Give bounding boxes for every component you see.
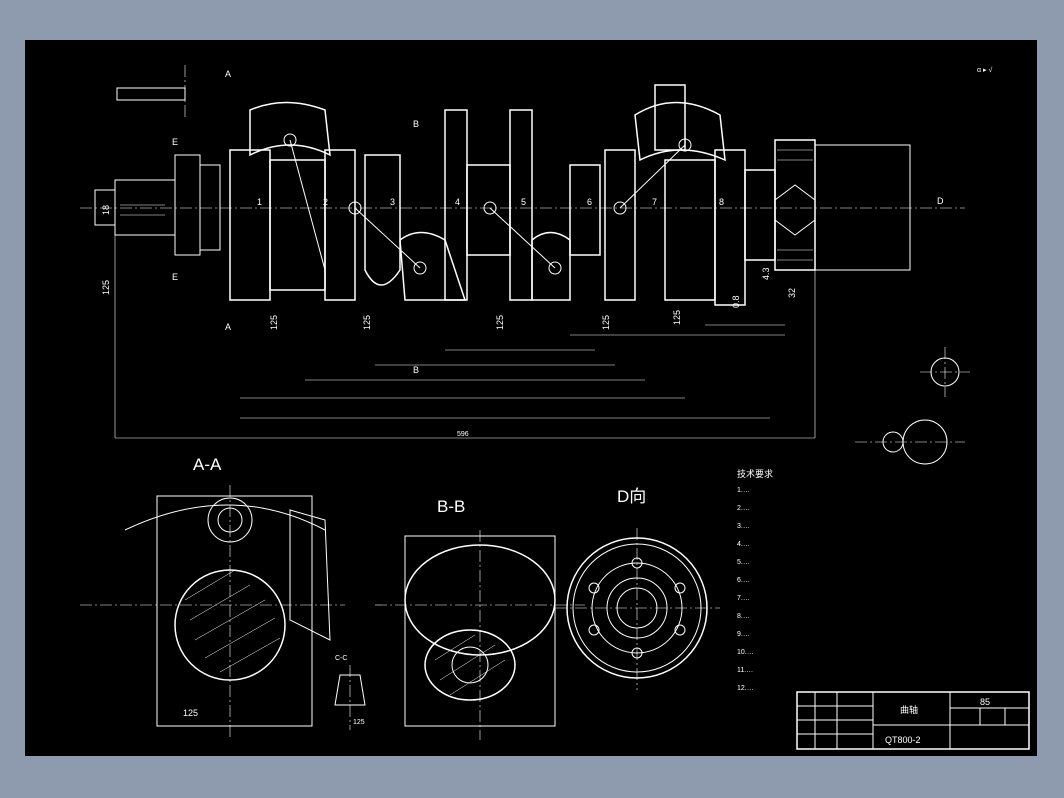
dim-label: 125 <box>183 708 198 718</box>
tech-line: 4.… <box>737 541 750 548</box>
journal-number: 3 <box>390 197 395 207</box>
section-mark-a-top: A <box>225 69 231 79</box>
dim-label: 125 <box>101 280 111 295</box>
tech-line: 6.… <box>737 577 750 584</box>
tech-line: 7.… <box>737 595 750 602</box>
journal-number: 2 <box>323 197 328 207</box>
section-title-c-c: C-C <box>335 655 347 662</box>
score: 85 <box>980 697 990 707</box>
journal-number: 5 <box>521 197 526 207</box>
section-title-b-b: B-B <box>437 497 465 516</box>
tech-requirements-title: 技术要求 <box>737 468 773 479</box>
section-mark-b-top: B <box>413 119 419 129</box>
dim-label: 0.8 <box>731 295 741 308</box>
dim-label: 18 <box>101 205 111 215</box>
dim-label: 125 <box>353 719 365 726</box>
tech-line: 8.… <box>737 613 750 620</box>
roughness-mark: α ▸ √ <box>977 66 992 74</box>
dim-label: 125 <box>362 315 372 330</box>
section-title-d-view: D向 <box>617 487 646 506</box>
journal-number: 4 <box>455 197 460 207</box>
main-view: A A B B E E D 1 2 3 4 5 6 7 8 125 125 12… <box>80 65 965 439</box>
dim-label: 125 <box>495 315 505 330</box>
journal-number: 8 <box>719 197 724 207</box>
view-d <box>555 528 720 690</box>
tech-line: 9.… <box>737 631 750 638</box>
section-b-b <box>375 530 585 740</box>
section-mark-b-bottom: B <box>413 365 419 375</box>
tech-requirements: 技术要求 1.… 2.… 3.… 4.… 5.… 6.… 7.… 8.… 9.…… <box>737 468 773 692</box>
tech-line: 10.… <box>737 649 754 656</box>
tech-line: 5.… <box>737 559 750 566</box>
section-c-c: 125 <box>334 665 366 730</box>
title-block: 曲轴 QT800-2 85 <box>796 691 1030 750</box>
dim-label: 125 <box>269 315 279 330</box>
journal-number: 7 <box>652 197 657 207</box>
detail-circles <box>855 347 970 465</box>
journal-number: 1 <box>257 197 262 207</box>
tech-line: 12.… <box>737 685 754 692</box>
section-a-a: 125 <box>80 485 345 740</box>
journal-number: 6 <box>587 197 592 207</box>
tech-line: 2.… <box>737 505 750 512</box>
dim-label: 125 <box>601 315 611 330</box>
crankshaft-drawing: α ▸ √ <box>80 65 1030 750</box>
tech-line: 11.… <box>737 667 753 674</box>
section-mark-a-bottom: A <box>225 322 231 332</box>
part-name: 曲轴 <box>900 704 918 715</box>
dim-label: 32 <box>787 288 797 298</box>
view-mark-d: D <box>937 196 944 206</box>
part-material: QT800-2 <box>885 735 921 745</box>
dim-label: 596 <box>457 431 469 438</box>
tech-line: 3.… <box>737 523 750 530</box>
section-title-a-a: A-A <box>193 455 222 474</box>
section-mark-e-top: E <box>172 137 178 147</box>
dim-label: 125 <box>672 310 682 325</box>
tech-line: 1.… <box>737 487 750 494</box>
dim-label: 4.3 <box>761 267 771 280</box>
drawing-sheet: α ▸ √ <box>25 40 1037 756</box>
section-mark-e-bottom: E <box>172 272 178 282</box>
